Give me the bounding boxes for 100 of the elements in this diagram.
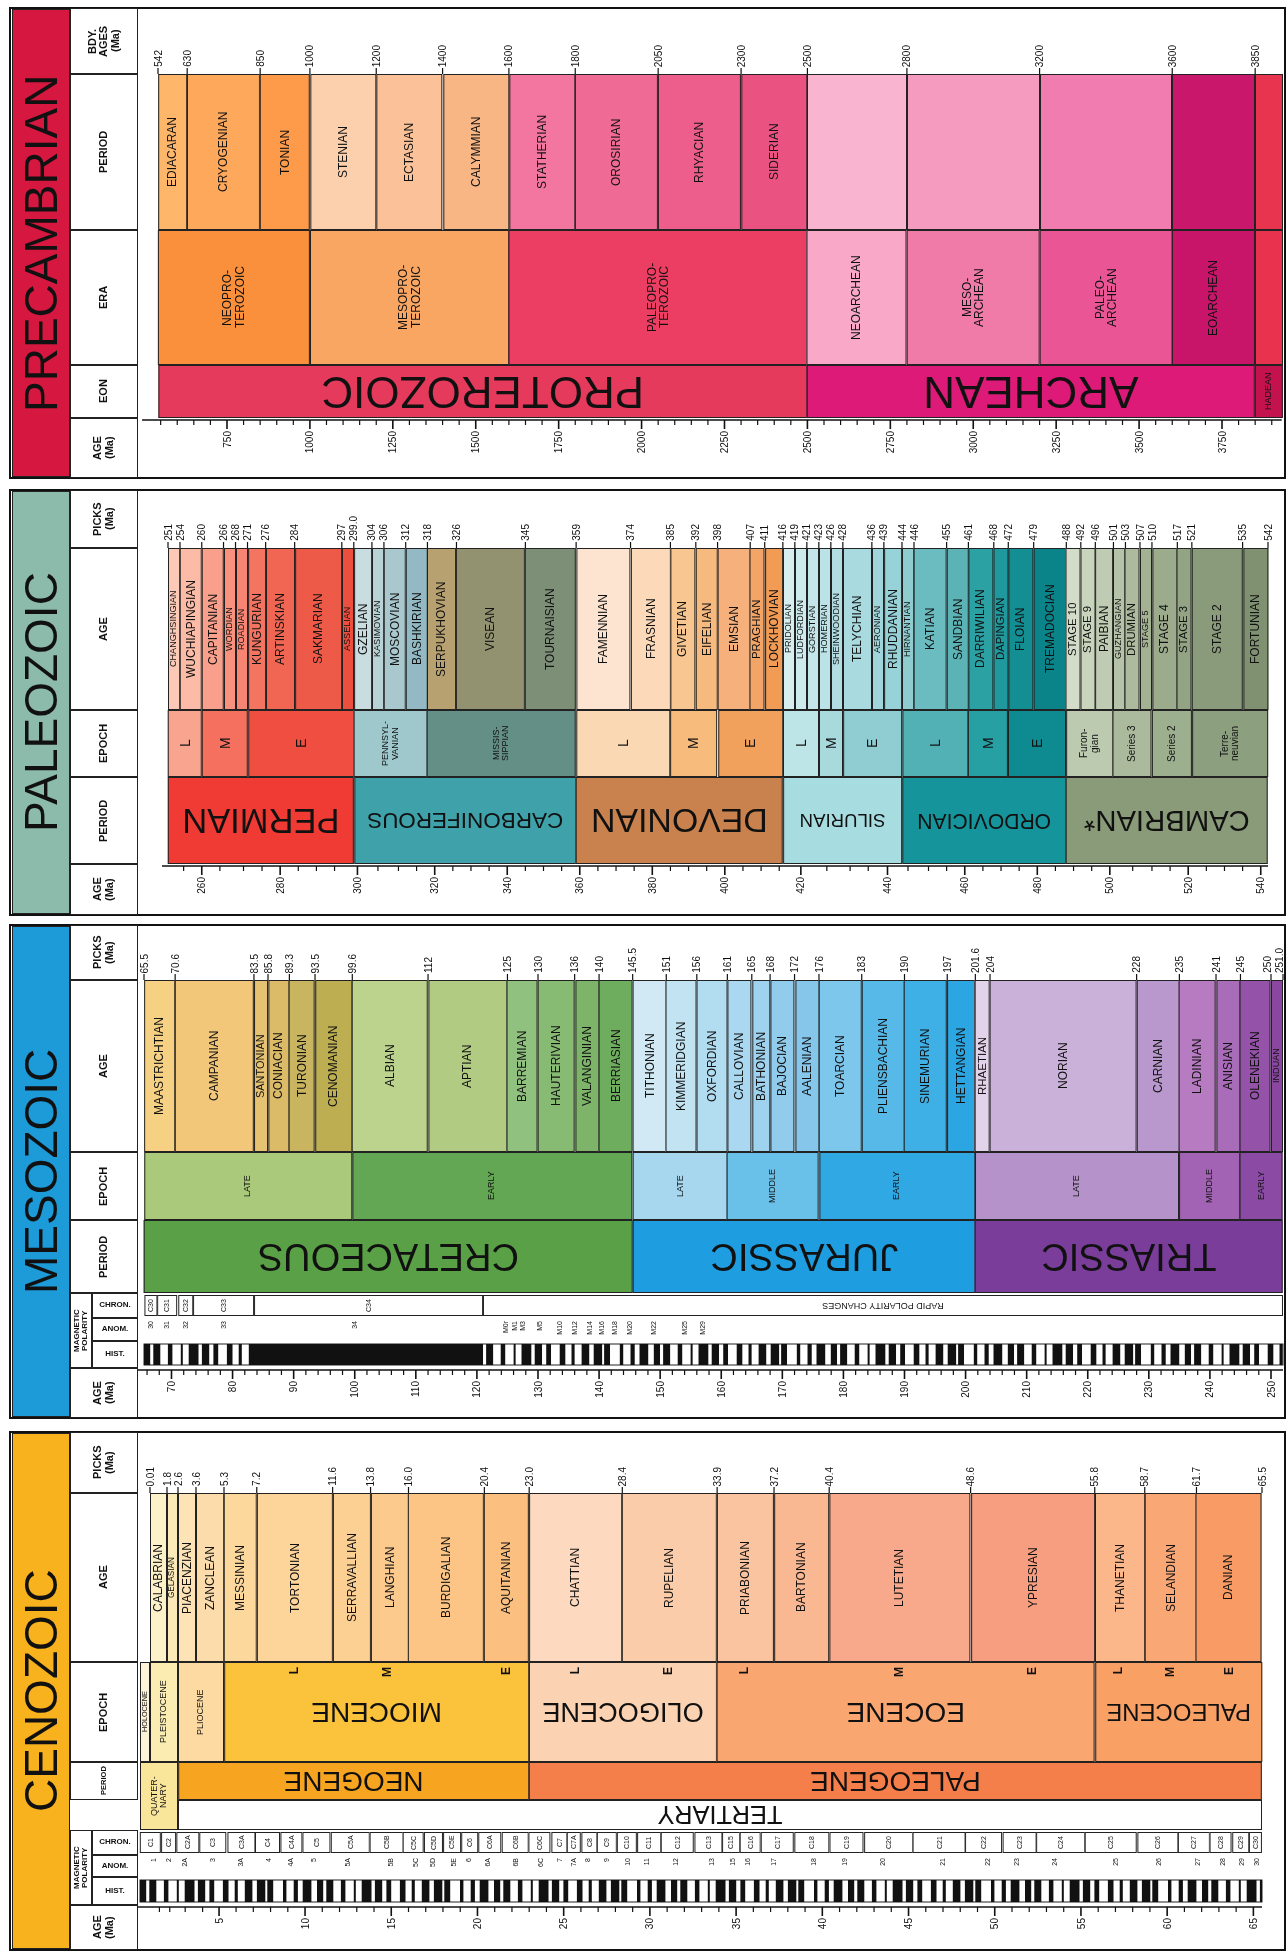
- era-box: MESO- ARCHEAN: [906, 230, 1040, 365]
- boundary-age-label: 2300: [735, 44, 747, 67]
- age-box: ALBIAN: [352, 980, 428, 1152]
- age-box: KATIAN: [914, 548, 947, 710]
- axis-tick-label: 1500: [470, 431, 482, 454]
- boundary-age-label: 33.9: [711, 1466, 723, 1486]
- epoch-box: LATE: [975, 1152, 1180, 1220]
- epoch-box: MIDDLE: [1179, 1152, 1241, 1220]
- boundary-age-label: 535: [1237, 524, 1249, 541]
- boundary-age-label: 89.3: [283, 953, 295, 973]
- boundary-age-label: 268: [230, 524, 241, 541]
- age-box: LOCKHOVIAN: [764, 548, 783, 710]
- epoch-box: MISSIS- SIPPIAN: [427, 710, 577, 777]
- axis-tick-label: 3000: [967, 431, 979, 454]
- age-box: MOSCOVIAN: [383, 548, 406, 710]
- age-box: FRASNIAN: [630, 548, 671, 710]
- boundary-age-label: 28.4: [616, 1466, 628, 1486]
- axis-tick-label: 3500: [1133, 431, 1145, 454]
- column-header: PICKS (Ma): [70, 1432, 138, 1493]
- boundary-age-label: 3600: [1166, 44, 1178, 67]
- age-box: EIFELIAN: [695, 548, 718, 710]
- epoch-box: MIDDLE: [727, 1152, 819, 1220]
- period-box: [1255, 74, 1283, 230]
- age-box: WUCHIAPINGIAN: [180, 548, 202, 710]
- boundary-age-label: 55.8: [1089, 1466, 1101, 1486]
- age-box: BARTONIAN: [774, 1493, 830, 1662]
- period-box: STATHERIAN: [508, 74, 576, 230]
- age-box: PRIABONIAN: [717, 1493, 774, 1662]
- age-box: TOURNAISIAN: [525, 548, 577, 710]
- axis-tick-label: 170: [776, 1381, 788, 1398]
- boundary-age-label: 1600: [503, 44, 515, 67]
- boundary-age-label: 488: [1060, 524, 1072, 541]
- axis-tick-label: 15: [385, 1918, 397, 1930]
- boundary-age-label: 345: [519, 524, 531, 541]
- boundary-age-label: 630: [181, 50, 193, 67]
- axis-tick-label: 2750: [884, 431, 896, 454]
- boundary-age-label: 398: [712, 524, 724, 541]
- boundary-age-label: 20.4: [478, 1466, 490, 1486]
- boundary-age-label: 3850: [1249, 44, 1261, 67]
- epoch-box: LATE: [632, 1152, 728, 1220]
- column-header: AGE: [70, 548, 138, 710]
- axis-tick-label: 10: [299, 1918, 311, 1930]
- age-box: CONIACIAN: [268, 980, 290, 1152]
- age-box: SAKMARIAN: [294, 548, 342, 710]
- epoch-box: EARLY: [818, 1152, 976, 1220]
- axis-tick-label: 3750: [1216, 431, 1228, 454]
- era-box: NEOARCHEAN: [807, 230, 907, 365]
- age-box: BURDIGALIAN: [408, 1493, 485, 1662]
- epoch-box: M: [670, 710, 718, 777]
- axis-tick-label: 2250: [719, 431, 730, 454]
- axis-tick-label: 1000: [304, 431, 316, 454]
- axis-tick-label: 200: [960, 1381, 972, 1398]
- axis-tick-label: 540: [1255, 877, 1267, 894]
- age-box: SINEMURIAN: [904, 980, 948, 1152]
- axis-tick-label: 2000: [636, 431, 648, 454]
- age-box: DARRIWILIAN: [968, 548, 994, 710]
- boundary-age-label: 359: [570, 524, 582, 541]
- axis-tick-label: 110: [410, 1381, 422, 1397]
- column-header: PICKS (Ma): [70, 490, 138, 548]
- axis-tick-label: 100: [349, 1381, 361, 1398]
- axis-tick-label: 50: [989, 1918, 1001, 1930]
- axis-tick-label: 1250: [387, 431, 399, 454]
- boundary-age-label: 83.5: [248, 953, 260, 973]
- column-header: PERIOD: [70, 777, 138, 864]
- age-box: CENOMANIAN: [315, 980, 353, 1152]
- boundary-age-label: 492: [1075, 524, 1087, 541]
- boundary-age-label: 151: [660, 956, 672, 973]
- age-box: DANIAN: [1196, 1493, 1262, 1662]
- boundary-age-label: 3200: [1034, 44, 1046, 67]
- column-header: AGE (Ma): [70, 418, 138, 478]
- boundary-age-label: 299.0: [348, 515, 360, 541]
- boundary-age-label: 542: [152, 50, 164, 67]
- age-box: VISEAN: [456, 548, 526, 710]
- age-box: VALANGINIAN: [574, 980, 600, 1152]
- axis-tick-label: 480: [1031, 877, 1043, 894]
- column-header: AGE: [70, 1493, 138, 1662]
- era-box: EOARCHEAN: [1172, 230, 1256, 365]
- axis-tick-label: 400: [719, 877, 731, 894]
- axis-tick-label: 340: [501, 877, 513, 894]
- period-box: PALEOGENE: [529, 1762, 1262, 1800]
- axis-tick-label: 80: [227, 1381, 239, 1393]
- period-box: STENIAN: [309, 74, 377, 230]
- age-box: APTIAN: [428, 980, 508, 1152]
- age-box: ARTINSKIAN: [265, 548, 295, 710]
- age-box: SERRAVALLIAN: [332, 1493, 371, 1662]
- column-header: ANOM.: [92, 1855, 138, 1877]
- age-box: RUPELIAN: [622, 1493, 718, 1662]
- boundary-age-label: 284: [289, 524, 301, 541]
- age-box: TITHONIAN: [632, 980, 667, 1152]
- age-box: SELANDIAN: [1144, 1493, 1197, 1662]
- boundary-age-label: 374: [625, 524, 636, 541]
- era-title-band: PRECAMBRIAN: [12, 9, 70, 477]
- age-box: STAGE 2: [1191, 548, 1243, 710]
- boundary-age-label: 850: [254, 50, 266, 67]
- axis-tick-label: 40: [816, 1918, 828, 1930]
- column-header: HIST.: [92, 1877, 138, 1905]
- epoch-box: E: [717, 710, 783, 777]
- boundary-age-label: 197: [941, 956, 953, 973]
- axis-tick-label: 210: [1021, 1381, 1033, 1398]
- epoch-box: EARLY: [1240, 1152, 1283, 1220]
